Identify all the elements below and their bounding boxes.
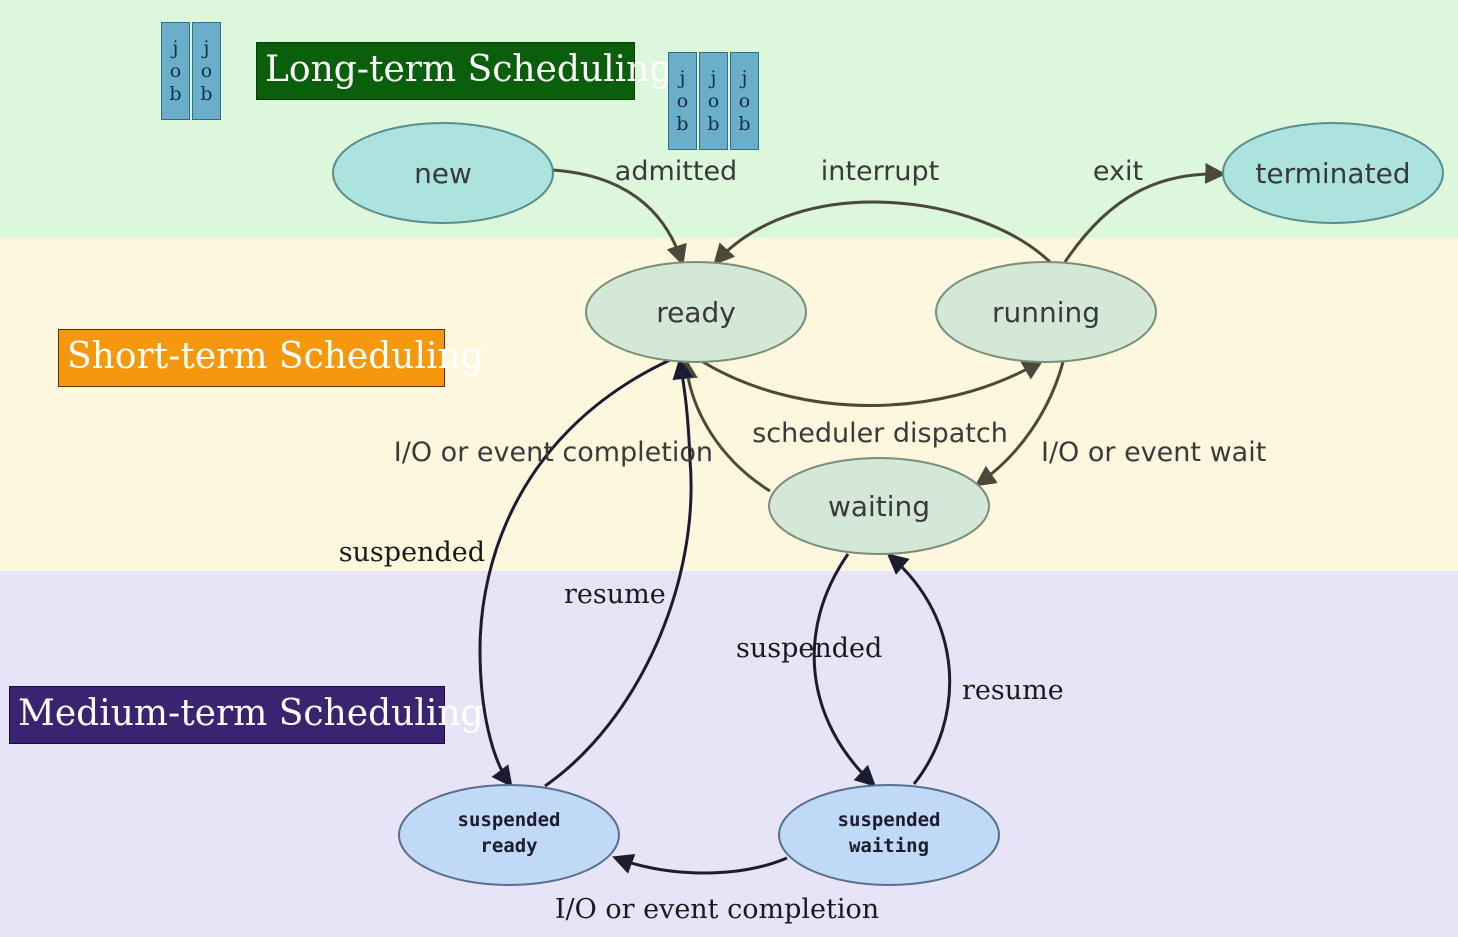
edge-admitted (552, 168, 687, 266)
state-new: new (332, 122, 554, 224)
state-waiting: waiting (768, 457, 990, 555)
edge-label-io-completion: I/O or event completion (394, 437, 713, 468)
job-card-letter: j (203, 36, 210, 59)
edge-resume-left (544, 357, 694, 788)
job-card-letter: j (710, 66, 717, 89)
edge-label-admitted: admitted (615, 156, 737, 187)
job-card-letter: b (738, 112, 751, 135)
state-ready-label: ready (656, 296, 736, 329)
state-new-label: new (414, 157, 472, 190)
state-ready: ready (585, 261, 807, 363)
edge-label-resume-left: resume (564, 579, 666, 610)
state-running: running (935, 261, 1157, 363)
edge-label-suspended-left: suspended (339, 537, 485, 568)
job-card-letter: b (707, 112, 720, 135)
edge-label-interrupt: interrupt (821, 156, 939, 187)
long-term-band (0, 0, 1458, 238)
state-suspended-waiting-line2: waiting (849, 835, 929, 857)
job-card-letter: j (741, 66, 748, 89)
edge-suspended-right (812, 553, 877, 787)
job-card-letter: o (707, 89, 720, 112)
job-card-letter: j (679, 66, 686, 89)
state-terminated: terminated (1222, 122, 1444, 224)
edge-resume-right (886, 553, 952, 785)
medium-term-scheduling-label: Medium-term Scheduling (9, 686, 484, 744)
edge-suspended-left (478, 358, 671, 788)
job-card-letter: o (169, 59, 182, 82)
edge-label-suspended-right: suspended (736, 633, 882, 664)
edge-label-exit: exit (1093, 156, 1143, 187)
job-card-letter: o (676, 89, 689, 112)
job-card-letter: o (200, 59, 213, 82)
job-card-letter: b (676, 112, 689, 135)
edge-label-scheduler-dispatch: scheduler dispatch (752, 418, 1008, 449)
edge-scheduler-dispatch (702, 359, 1044, 407)
short-term-scheduling-label: Short-term Scheduling (58, 329, 484, 387)
edge-io-wait (974, 361, 1065, 487)
long-term-scheduling-label: Long-term Scheduling (256, 42, 672, 100)
state-waiting-label: waiting (828, 490, 930, 523)
edge-label-io-wait: I/O or event wait (1041, 437, 1266, 468)
edge-io-completion-bottom (612, 853, 788, 875)
state-terminated-label: terminated (1255, 157, 1410, 190)
job-card-letter: o (738, 89, 751, 112)
state-suspended-waiting: suspended waiting (778, 784, 1000, 886)
edge-interrupt (713, 200, 1052, 266)
job-card-letter: j (172, 36, 179, 59)
state-suspended-waiting-line1: suspended (838, 809, 941, 831)
job-card-letter: b (200, 82, 213, 105)
edge-label-io-completion-bottom: I/O or event completion (555, 894, 879, 925)
edge-exit (1063, 162, 1227, 263)
job-card-letter: b (169, 82, 182, 105)
state-suspended-ready-line2: ready (480, 835, 537, 857)
state-running-label: running (992, 296, 1100, 329)
state-suspended-ready: suspended ready (398, 784, 620, 886)
medium-term-band (0, 571, 1458, 937)
edge-label-resume-right: resume (962, 675, 1064, 706)
state-suspended-ready-line1: suspended (458, 809, 561, 831)
